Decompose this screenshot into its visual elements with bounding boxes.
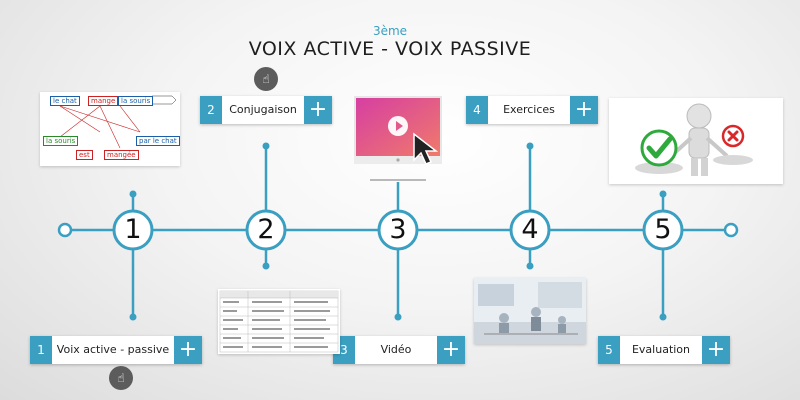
step-node-2[interactable]: 2 (257, 214, 275, 245)
step-label: Conjugaison (229, 103, 297, 116)
exercise-illustration-thumbnail[interactable] (474, 278, 586, 344)
step-3-tag[interactable]: 3 Vidéo + (333, 336, 465, 364)
step-number: 5 (598, 336, 620, 364)
expand-plus-button[interactable]: + (570, 96, 598, 124)
step-number: 2 (200, 96, 222, 124)
expand-plus-button[interactable]: + (437, 336, 465, 364)
step-label: Exercices (503, 103, 555, 116)
evaluation-figure (609, 98, 783, 184)
mouse-cursor-icon (413, 132, 438, 165)
cross-mark-icon (721, 124, 745, 148)
step-label: Voix active - passive (56, 343, 170, 356)
classroom-sketch (474, 278, 586, 344)
page-title: VOIX ACTIVE - VOIX PASSIVE (248, 38, 532, 60)
evaluation-illustration-thumbnail[interactable] (609, 98, 783, 184)
step-node-3[interactable]: 3 (389, 214, 407, 245)
diagram-word: mange (88, 96, 119, 106)
step-node-1[interactable]: 1 (124, 214, 142, 245)
step-label: Evaluation (631, 343, 691, 356)
step-2-tag[interactable]: 2 Conjugaison + (200, 96, 332, 124)
diagram-word: la souris (43, 136, 79, 146)
expand-plus-button[interactable]: + (304, 96, 332, 124)
hand-pointer-icon[interactable]: ☝ (109, 366, 133, 390)
step-5-tag[interactable]: 5 Evaluation + (598, 336, 730, 364)
hand-pointer-icon[interactable]: ☝ (254, 67, 278, 91)
diagram-lines (59, 95, 177, 149)
conjugation-table-thumbnail[interactable] (218, 289, 340, 354)
voice-diagram-thumbnail[interactable]: le chat mange la souris la souris par le… (40, 92, 180, 166)
table-grid (219, 290, 339, 353)
video-thumbnail[interactable] (354, 96, 442, 184)
step-number: 4 (466, 96, 488, 124)
step-4-tag[interactable]: 4 Exercices + (466, 96, 598, 124)
diagram-word: mangée (104, 150, 139, 160)
diagram-word: le chat (50, 96, 80, 106)
step-number: 1 (30, 336, 52, 364)
step-node-4[interactable]: 4 (521, 214, 539, 245)
expand-plus-button[interactable]: + (702, 336, 730, 364)
diagram-word: par le chat (136, 136, 180, 146)
step-node-5[interactable]: 5 (654, 214, 672, 245)
play-button[interactable] (388, 116, 408, 136)
play-icon (396, 121, 403, 131)
step-label: Vidéo (380, 343, 412, 356)
course-level: 3ème (372, 24, 408, 38)
step-1-tag[interactable]: 1 Voix active - passive + (30, 336, 202, 364)
diagram-word: est (76, 150, 93, 160)
check-mark-icon (640, 129, 678, 167)
expand-plus-button[interactable]: + (174, 336, 202, 364)
diagram-word: la souris (118, 96, 154, 106)
